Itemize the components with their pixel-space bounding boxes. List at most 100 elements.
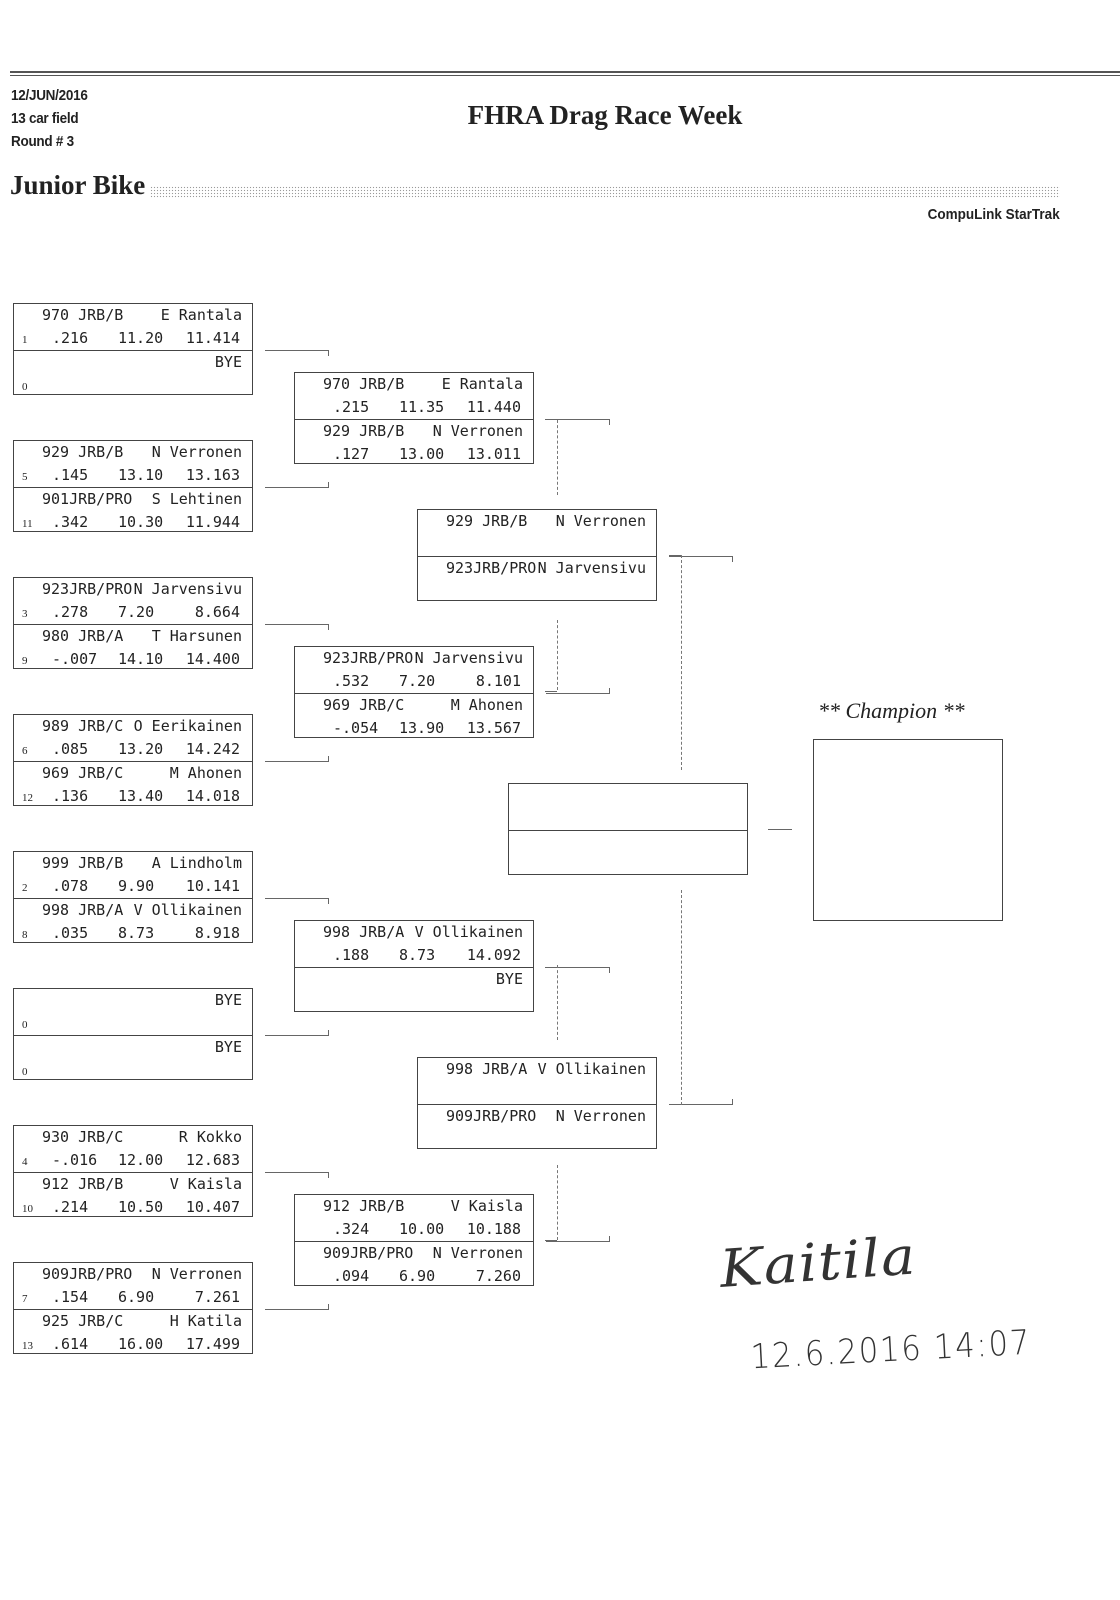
- reaction-time: .278: [52, 603, 89, 621]
- connector-tick: [545, 691, 557, 692]
- connector-tick: [609, 688, 610, 694]
- elapsed-time: 13.163: [185, 466, 240, 484]
- elapsed-time: 10.141: [185, 877, 240, 895]
- racer-slot: BYE: [295, 967, 533, 1014]
- elapsed-time: 13.567: [466, 719, 521, 737]
- reaction-time: .215: [333, 398, 370, 416]
- car-number: 929 JRB/B: [446, 512, 528, 530]
- connector-line: [669, 1104, 732, 1105]
- champion-label: ** Champion **: [818, 698, 965, 723]
- car-number: 912 JRB/B: [42, 1175, 124, 1193]
- dial-in: 8.73: [118, 924, 155, 942]
- dial-in: 10.00: [399, 1220, 445, 1238]
- racer-name: N Jarvensivu: [414, 649, 523, 667]
- reaction-time: .216: [52, 329, 89, 347]
- connector-tick: [609, 1236, 610, 1242]
- dial-in: 10.30: [118, 513, 164, 531]
- software-brand: CompuLink StarTrak: [927, 206, 1060, 223]
- car-number: 999 JRB/B: [42, 854, 124, 872]
- racer-line: BYE: [14, 1036, 252, 1059]
- seed-number: 5: [22, 471, 28, 483]
- elapsed-time: 7.261: [194, 1288, 240, 1306]
- connector-tick: [328, 756, 329, 762]
- seed-number: 11: [22, 518, 33, 530]
- top-rule-thin: [10, 75, 1120, 76]
- racer-name: E Rantala: [160, 306, 242, 324]
- racer-name: E Rantala: [441, 375, 523, 393]
- racer-name: N Verronen: [151, 1265, 242, 1283]
- racer-line: BYE: [295, 968, 533, 991]
- connector-line: [265, 1035, 328, 1036]
- racer-line: 970 JRB/B E Rantala: [295, 373, 533, 396]
- racer-name: V Kaisla: [169, 1175, 242, 1193]
- connector-tick: [328, 482, 329, 488]
- racer-name: N Verronen: [432, 422, 523, 440]
- car-number: 970 JRB/B: [323, 375, 405, 393]
- reaction-time: .085: [52, 740, 89, 758]
- connector-line: [546, 967, 609, 968]
- connector-tick: [328, 1304, 329, 1310]
- car-number: 969 JRB/C: [42, 764, 124, 782]
- racer-line: [509, 784, 747, 807]
- racer-line: [509, 831, 747, 854]
- connector-line: [546, 693, 609, 694]
- reaction-time: .145: [52, 466, 89, 484]
- time-line: [418, 580, 656, 603]
- bracket-connector: [557, 620, 558, 690]
- connector-line: [265, 624, 328, 625]
- seed-number: 13: [22, 1340, 33, 1352]
- dial-in: 13.10: [118, 466, 164, 484]
- seed-number: 7: [22, 1293, 28, 1305]
- match-box: [508, 783, 748, 875]
- dial-in: 14.10: [118, 650, 164, 668]
- seed-number: 4: [22, 1156, 28, 1168]
- dial-in: 11.20: [118, 329, 164, 347]
- time-line: [295, 991, 533, 1014]
- seed-number: 12: [22, 792, 33, 804]
- reaction-time: .532: [333, 672, 370, 690]
- elapsed-time: 17.499: [185, 1335, 240, 1353]
- connector-tick: [328, 898, 329, 904]
- car-number: 923JRB/PRO: [42, 580, 133, 598]
- racer-name: N Verronen: [432, 1244, 523, 1262]
- car-number: 925 JRB/C: [42, 1312, 124, 1330]
- car-number: 901JRB/PRO: [42, 490, 133, 508]
- time-line: [418, 533, 656, 556]
